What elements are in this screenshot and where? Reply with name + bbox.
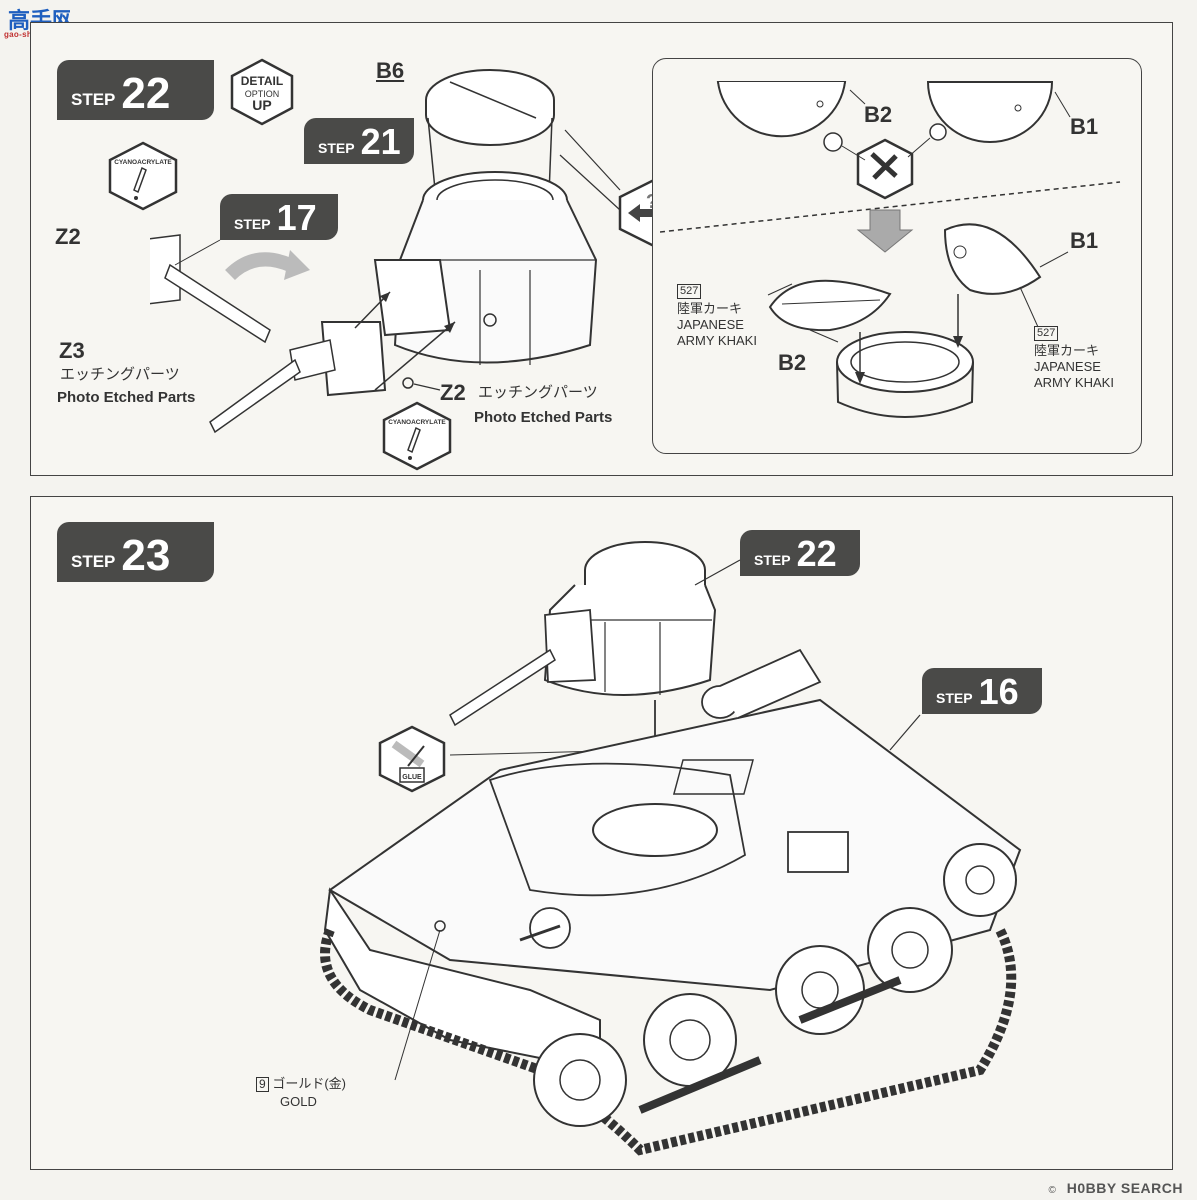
label-z2-right: Z2 — [440, 380, 466, 405]
label-b2-top: B2 — [864, 102, 893, 127]
paint-callout-right: 527 陸軍カーキ JAPANESE ARMY KHAKI — [1034, 324, 1114, 391]
paint-name-en-2: ARMY KHAKI — [677, 333, 757, 348]
step-word: STEP — [71, 90, 116, 109]
cyano-label: CYANOACRYLATE — [388, 419, 446, 426]
step-23-badge: STEP 23 — [57, 522, 214, 582]
cyano-label: CYANOACRYLATE — [114, 159, 172, 166]
etching-parts-en-left: Photo Etched Parts — [57, 389, 196, 406]
paint-name-jp: 陸軍カーキ — [677, 301, 743, 316]
paint-name-en-1: JAPANESE — [677, 317, 744, 332]
footer-credit: © H0BBY SEARCH — [1049, 1180, 1183, 1196]
step-word: STEP — [234, 216, 271, 232]
label-b2-bottom: B2 — [778, 350, 807, 375]
paint-code: 9 — [256, 1077, 269, 1092]
paint-name-en-2: ARMY KHAKI — [1034, 375, 1114, 390]
step-number: 22 — [121, 69, 171, 118]
glue-icon: GLUE — [378, 725, 446, 793]
paint-name-en-1: JAPANESE — [1034, 359, 1101, 374]
paint-code: 527 — [677, 284, 702, 299]
label-b6: B6 — [376, 58, 405, 83]
turret-assembly-drawing — [150, 69, 621, 434]
glue-label: GLUE — [402, 774, 422, 781]
label-b1-mid: B1 — [1070, 228, 1099, 253]
step-number: 22 — [796, 533, 837, 574]
step-17-reference-badge: STEP 17 — [220, 194, 338, 240]
step-word: STEP — [754, 552, 791, 568]
tank-assembly-drawing — [320, 541, 1022, 1156]
step-word: STEP — [936, 690, 973, 706]
step-number: 17 — [276, 197, 317, 238]
step-22-badge: STEP 22 — [57, 60, 214, 120]
paint-callout-gold: 9 ゴールド(金) GOLD — [256, 1076, 346, 1110]
detail-up-line2: OPTION — [245, 89, 280, 99]
step-21-reference-badge: STEP 21 — [304, 118, 414, 164]
paint-name-jp: ゴールド(金) — [272, 1076, 346, 1091]
footer-brand: H0BBY SEARCH — [1066, 1180, 1183, 1196]
step-number: 16 — [978, 671, 1019, 712]
paint-code: 527 — [1034, 326, 1059, 341]
label-z3: Z3 — [59, 338, 85, 363]
paint-callout-left: 527 陸軍カーキ JAPANESE ARMY KHAKI — [677, 282, 757, 349]
step-word: STEP — [318, 140, 355, 156]
paint-name-jp: 陸軍カーキ — [1034, 343, 1100, 358]
label-b1-top: B1 — [1070, 114, 1099, 139]
detail-up-line3: UP — [252, 97, 271, 113]
detail-up-line1: DETAIL — [241, 74, 283, 88]
etching-parts-jp-right: エッチングパーツ — [478, 384, 598, 401]
copyright-mark: © — [1048, 1185, 1057, 1196]
step-22-reference-badge: STEP 22 — [740, 530, 860, 576]
option-drawing — [660, 81, 1121, 418]
label-z2-left: Z2 — [55, 224, 81, 249]
cyanoacrylate-icon: CYANOACRYLATE — [108, 141, 178, 211]
cyanoacrylate-icon-2: CYANOACRYLATE — [382, 401, 452, 471]
paint-name-en: GOLD — [280, 1094, 317, 1109]
step-number: 21 — [360, 121, 401, 162]
etching-parts-en-right: Photo Etched Parts — [474, 409, 613, 426]
etching-parts-jp-left: エッチングパーツ — [60, 366, 180, 383]
step-word: STEP — [71, 552, 116, 571]
step-16-reference-badge: STEP 16 — [922, 668, 1042, 714]
step-number: 23 — [121, 531, 171, 580]
detail-up-icon: DETAIL OPTION UP — [230, 58, 294, 126]
